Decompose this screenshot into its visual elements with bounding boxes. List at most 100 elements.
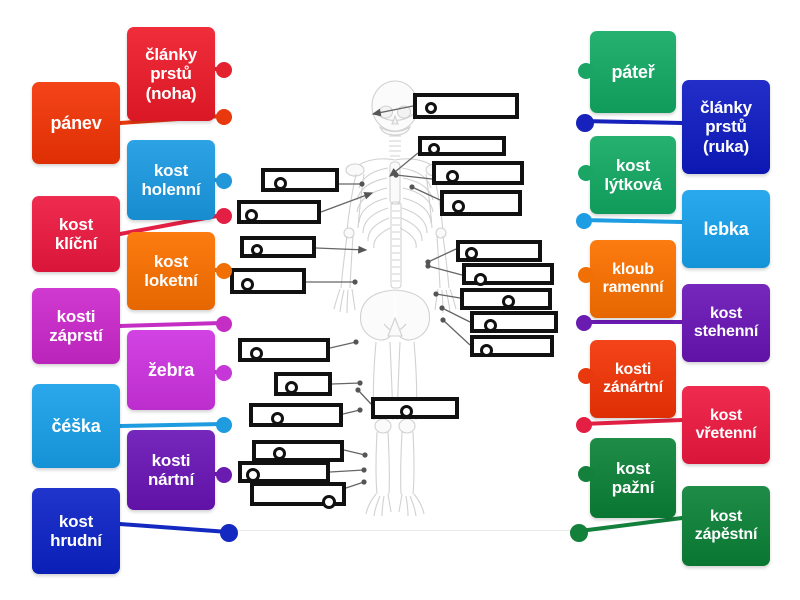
- conn-kosti-nartni-dot[interactable]: [216, 467, 232, 483]
- conn-kost-vretenni-dot[interactable]: [576, 417, 592, 433]
- box-kost-pazni[interactable]: [440, 190, 522, 216]
- box-kost-lytkova[interactable]: [371, 397, 459, 419]
- conn-lebka-dot[interactable]: [576, 213, 592, 229]
- drop-target-circle-icon: [474, 273, 487, 286]
- box-kosti-nartni[interactable]: [238, 461, 330, 483]
- box-kost-hrudni-leader-dot: [359, 181, 365, 187]
- conn-kloub-ramenni-dot[interactable]: [578, 267, 594, 283]
- conn-clanky-prstu-ruka-dot[interactable]: [576, 114, 594, 132]
- box-kost-pazni-leader-dot: [409, 184, 415, 190]
- bottom-separator: [190, 530, 610, 531]
- box-kost-stehenni[interactable]: [238, 338, 330, 362]
- box-clanky-noha-leader: [345, 481, 365, 489]
- label-tile-panev[interactable]: pánev: [32, 82, 120, 164]
- label-tile-text: čéška: [51, 415, 101, 436]
- drop-target-circle-icon: [271, 412, 284, 425]
- conn-lebka-line: [580, 218, 684, 224]
- conn-kost-stehenni-dot[interactable]: [576, 315, 592, 331]
- conn-kosti-zanartni-dot[interactable]: [578, 368, 594, 384]
- box-kost-loketni[interactable]: [456, 240, 542, 262]
- conn-kost-pazni-dot[interactable]: [578, 466, 594, 482]
- box-zebra[interactable]: [237, 200, 321, 224]
- box-panev[interactable]: [230, 268, 306, 294]
- box-kost-loketni-leader-dot: [425, 259, 431, 265]
- conn-pater-dot[interactable]: [578, 63, 594, 79]
- box-kost-holenni[interactable]: [249, 403, 343, 427]
- label-tile-lebka[interactable]: lebka: [682, 190, 770, 268]
- box-kost-stehenni-leader: [329, 341, 357, 349]
- box-kosti-zaprsti-leader: [441, 307, 471, 323]
- box-kost-pazni-leader: [411, 186, 441, 201]
- conn-kost-holenni-dot[interactable]: [216, 173, 232, 189]
- box-clanky-noha[interactable]: [250, 482, 346, 509]
- box-pater[interactable]: [240, 236, 316, 258]
- conn-kost-klicni-dot[interactable]: [216, 208, 232, 224]
- drop-target-circle-icon: [428, 143, 440, 155]
- box-clanky-ruka-leader-dot: [440, 317, 446, 323]
- label-tile-pater[interactable]: páteř: [590, 31, 676, 113]
- box-clanky-ruka[interactable]: [470, 335, 554, 357]
- conn-kosti-zaprsti-dot[interactable]: [216, 316, 232, 332]
- box-ceska-leader-dot: [357, 380, 363, 386]
- drop-target-circle-icon: [446, 170, 459, 183]
- box-kosti-zaprsti-leader-dot: [439, 305, 445, 311]
- box-kosti-zanartni-leader-dot: [362, 452, 368, 458]
- drop-target-circle-icon: [484, 319, 497, 332]
- box-lebka-leader: [371, 105, 414, 117]
- conn-kost-hrudni-dot[interactable]: [220, 524, 238, 542]
- label-tile-ceska[interactable]: čéška: [32, 384, 120, 468]
- drop-target-circle-icon: [425, 102, 437, 114]
- box-kost-stehenni-leader-dot: [353, 339, 359, 345]
- box-kost-vretenni[interactable]: [462, 263, 554, 286]
- box-kost-klicni[interactable]: [418, 136, 506, 156]
- box-panev-leader-dot: [352, 279, 358, 285]
- box-lebka[interactable]: [413, 93, 519, 119]
- conn-kost-loketni-dot[interactable]: [216, 263, 232, 279]
- drop-target-circle-icon: [241, 278, 254, 291]
- box-ceska[interactable]: [274, 372, 332, 396]
- box-kloub-ramenni[interactable]: [432, 161, 524, 185]
- conn-kost-hrudni-line: [118, 522, 230, 534]
- label-tile-zebra[interactable]: žebra: [127, 330, 215, 410]
- conn-clanky-prstu-noha-dot[interactable]: [216, 62, 232, 78]
- box-kost-holenni-leader: [342, 409, 361, 415]
- conn-kost-zapestni-dot[interactable]: [570, 524, 588, 542]
- label-tile-text: páteř: [611, 61, 655, 82]
- conn-zebra-dot[interactable]: [216, 365, 232, 381]
- box-kost-hrudni[interactable]: [261, 168, 339, 192]
- drop-target-circle-icon: [274, 177, 287, 190]
- box-kost-zapestni-leader: [435, 293, 461, 299]
- conn-kost-lytkova-dot[interactable]: [578, 165, 594, 181]
- box-kosti-zanartni[interactable]: [252, 440, 344, 462]
- conn-kost-zapestni-line: [570, 516, 684, 534]
- conn-panev-dot[interactable]: [216, 109, 232, 125]
- box-kost-zapestni[interactable]: [460, 288, 552, 310]
- box-kosti-zaprsti[interactable]: [470, 311, 558, 333]
- conn-ceska-dot[interactable]: [216, 417, 232, 433]
- box-clanky-noha-leader-dot: [361, 479, 367, 485]
- box-kost-lytkova-leader: [357, 389, 372, 405]
